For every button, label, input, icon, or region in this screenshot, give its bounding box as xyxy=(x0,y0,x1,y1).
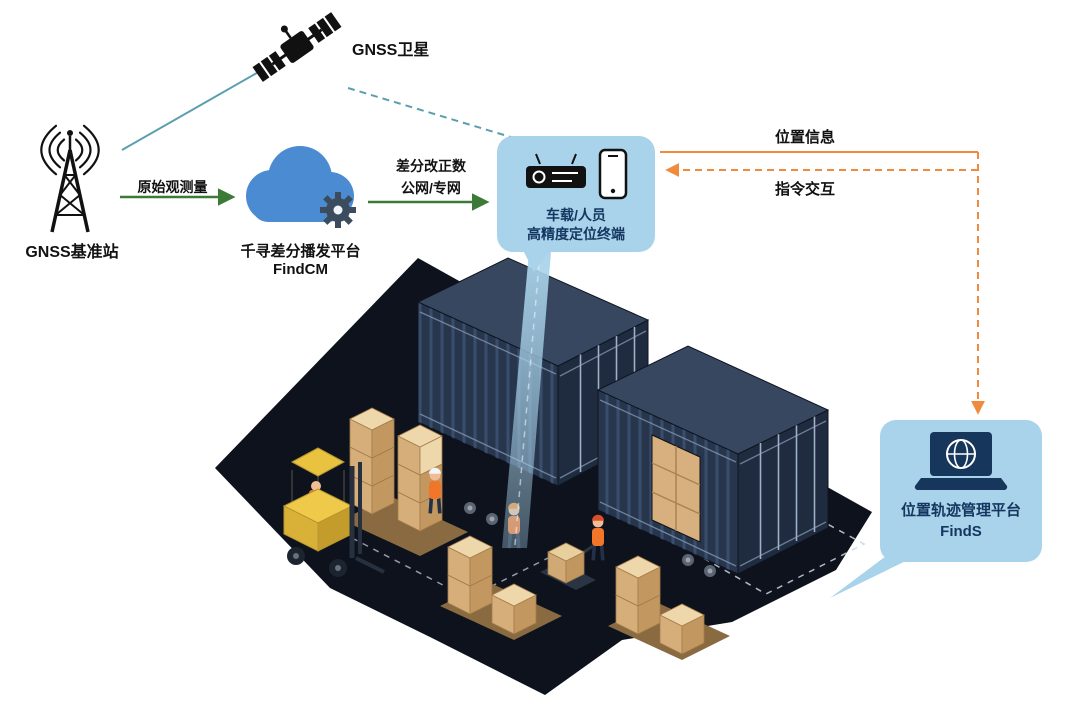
gear-icon xyxy=(320,192,356,228)
satellite-icon xyxy=(252,12,342,82)
worker xyxy=(428,467,442,514)
wheel-hub xyxy=(489,516,495,522)
command-interaction-label: 指令交互 xyxy=(774,181,835,198)
shipping-container-right xyxy=(596,345,830,575)
terminal-bubble: 车载/人员 高精度定位终端 xyxy=(497,136,655,252)
terminal-label-line1: 车载/人员 xyxy=(546,207,606,223)
cloud-platform-label: 千寻差分播发平台 xyxy=(240,243,361,260)
cargo-boxes xyxy=(349,407,705,655)
position-info-label: 位置信息 xyxy=(774,129,835,146)
satellite-to-base-line xyxy=(121,69,263,151)
finds-bubble-tail xyxy=(830,556,916,598)
floor-walkway-marking xyxy=(351,537,569,599)
receiver-icon xyxy=(526,153,586,188)
pallet-jack xyxy=(540,542,597,590)
correction-label-line1: 差分改正数 xyxy=(396,158,466,174)
correction-label-line2: 公网/专网 xyxy=(401,180,461,196)
finds-label-name: 位置轨迹管理平台 xyxy=(900,502,1021,519)
globe-icon xyxy=(946,439,976,469)
raw-observation-label: 原始观测量 xyxy=(137,179,208,195)
findcm-label: FindCM xyxy=(273,261,328,278)
satellite-label: GNSS卫星 xyxy=(352,42,430,59)
base-station-label: GNSS基准站 xyxy=(25,244,119,261)
base-station-icon xyxy=(40,124,100,233)
terminal-bubble-tail xyxy=(522,248,552,272)
wheel-hub xyxy=(467,505,473,511)
cloud-icon xyxy=(246,146,354,222)
wheel-hub xyxy=(685,557,691,563)
worker xyxy=(591,514,605,561)
beam-dashed-line xyxy=(514,251,541,546)
terminal-label-line2: 高精度定位终端 xyxy=(527,226,625,242)
finds-label-product: FindS xyxy=(940,523,982,540)
terminal-icons xyxy=(524,148,628,200)
forklift xyxy=(282,447,385,577)
laptop-icon xyxy=(914,432,1008,491)
wheel-hub xyxy=(707,568,713,574)
positioning-beam xyxy=(502,252,551,548)
forklift-driver xyxy=(311,481,321,491)
satellite-to-terminal-dashed-line xyxy=(347,87,515,139)
finds-bubble: 位置轨迹管理平台 FindS xyxy=(880,420,1042,562)
smartphone-icon xyxy=(598,148,628,200)
warehouse-scene xyxy=(215,257,872,695)
